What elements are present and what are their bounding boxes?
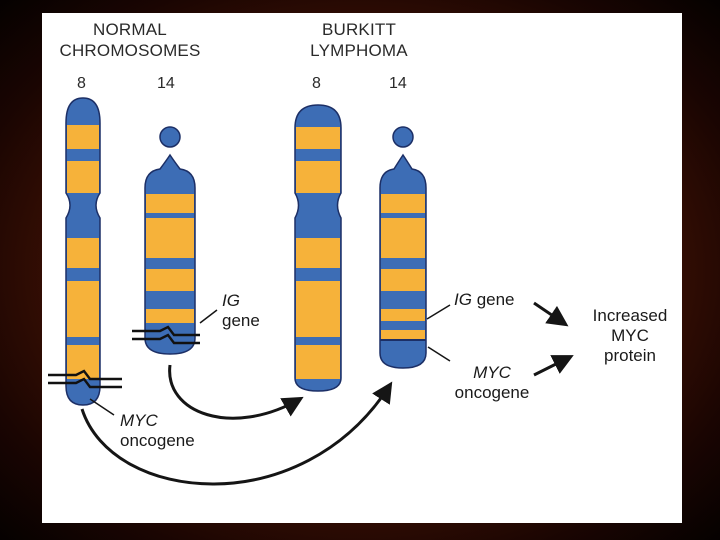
oncogene-label: oncogene	[120, 431, 195, 450]
myc-pointer-normal	[89, 398, 115, 416]
burkitt-chromosome-8	[294, 104, 342, 392]
ig-pointer-normal	[199, 309, 218, 324]
ig-gene-label-normal: IG gene	[222, 291, 260, 331]
normal-heading-line1: NORMAL	[93, 20, 167, 39]
gene-label: gene	[222, 311, 260, 330]
ig-gene-label-burkitt: IG gene	[454, 290, 515, 310]
band	[296, 281, 340, 337]
oncogene-label: oncogene	[454, 383, 530, 402]
arrow-8-to-14	[80, 381, 393, 486]
burkitt-lymphoma-heading: BURKITT LYMPHOMA	[294, 19, 424, 61]
band	[67, 281, 99, 337]
myc-oncogene-label-normal: MYC oncogene	[120, 411, 195, 451]
band	[67, 125, 99, 149]
satellite	[392, 126, 414, 148]
break-line-normal-8	[48, 369, 122, 381]
band	[296, 127, 340, 149]
band	[296, 345, 340, 379]
myc-label-italic: MYC	[120, 411, 158, 430]
diagram-graphics	[48, 97, 574, 486]
band	[381, 330, 425, 340]
normal-chromosomes-heading: NORMAL CHROMOSOMES	[42, 19, 218, 61]
burkitt-8-number: 8	[312, 75, 321, 92]
ig-label-italic: IG	[454, 290, 472, 309]
myc-oncogene-label-burkitt: MYC oncogene	[442, 363, 542, 403]
increased-myc-protein-label: Increased MYC protein	[578, 306, 682, 366]
myc-label-italic: MYC	[473, 363, 511, 382]
normal-chromosome-14	[132, 126, 200, 355]
band	[146, 194, 194, 213]
normal-14-number: 14	[157, 75, 175, 92]
burkitt-heading-line1: BURKITT	[321, 20, 397, 39]
burkitt-heading-line2: LYMPHOMA	[310, 41, 408, 60]
band	[381, 309, 425, 321]
band	[146, 269, 194, 291]
ig-label-italic: IG	[222, 291, 240, 310]
band	[381, 194, 425, 213]
band	[146, 218, 194, 258]
diagram-panel: NORMAL CHROMOSOMES BURKITT LYMPHOMA 8 14…	[42, 13, 682, 523]
gene-label: gene	[476, 290, 515, 309]
break-line-normal-14	[132, 325, 200, 337]
band	[146, 309, 194, 323]
burkitt-chromosome-14	[379, 126, 427, 369]
myc-pointer-burkitt	[427, 346, 451, 362]
outcome-line3: protein	[604, 346, 656, 365]
arrow-ig-to-outcome	[533, 301, 569, 327]
outcome-line2: MYC	[611, 326, 649, 345]
normal-heading-line2: CHROMOSOMES	[59, 41, 201, 60]
outcome-line1: Increased	[592, 306, 668, 325]
arrow-14-to-8	[168, 364, 304, 420]
normal-chromosome-8	[48, 97, 122, 406]
ig-pointer-burkitt	[426, 304, 451, 320]
band	[381, 269, 425, 291]
satellite	[159, 126, 181, 148]
arrow-myc-to-outcome	[533, 355, 574, 377]
burkitt-14-number: 14	[389, 75, 407, 92]
band	[296, 161, 340, 193]
band	[296, 238, 340, 268]
band	[67, 161, 99, 193]
band	[67, 238, 99, 268]
normal-8-number: 8	[77, 75, 86, 92]
band	[67, 345, 99, 379]
band	[381, 218, 425, 258]
